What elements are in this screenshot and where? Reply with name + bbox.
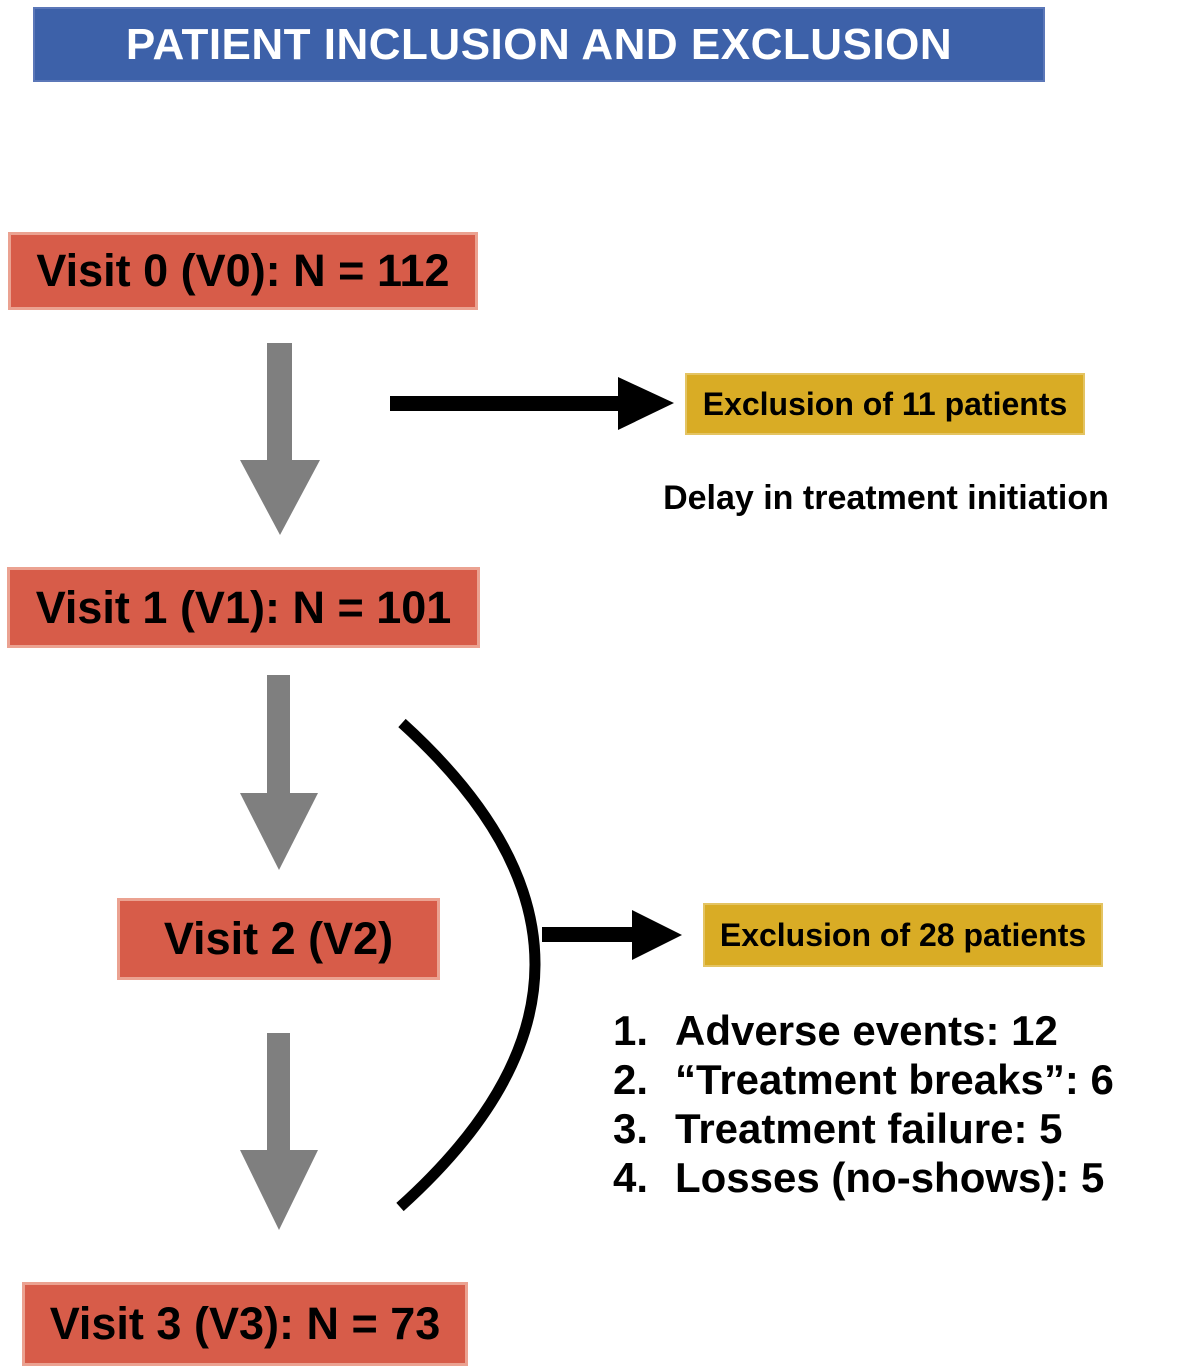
reason-number: 4. <box>613 1154 649 1201</box>
visit-1-box: Visit 1 (V1): N = 101 <box>7 567 480 648</box>
v0-v1-down-arrow-icon <box>240 343 320 535</box>
visit-3-box: Visit 3 (V3): N = 73 <box>22 1282 468 1366</box>
v0-exclusion-right-arrow-icon <box>390 377 674 430</box>
visit-2-box: Visit 2 (V2) <box>117 898 440 980</box>
reason-text: Adverse events: 12 <box>675 1007 1058 1054</box>
reason-text: Losses (no-shows): 5 <box>675 1154 1105 1201</box>
v1-v2-down-arrow-icon <box>240 675 318 870</box>
reason-item: 4. Losses (no-shows): 5 <box>613 1153 1200 1202</box>
visit-0-label: Visit 0 (V0): N = 112 <box>36 245 450 296</box>
exclusion-28-label: Exclusion of 28 patients <box>719 916 1087 953</box>
reason-item: 2. “Treatment breaks”: 6 <box>613 1055 1200 1104</box>
reason-number: 3. <box>613 1105 649 1152</box>
visit-2-label: Visit 2 (V2) <box>163 913 394 964</box>
visit-1-label: Visit 1 (V1): N = 101 <box>35 581 452 633</box>
reason-text: “Treatment breaks”: 6 <box>675 1056 1114 1103</box>
figure-title-banner: PATIENT INCLUSION AND EXCLUSION <box>33 7 1045 82</box>
exclusion-11-label: Exclusion of 11 patients <box>702 385 1068 422</box>
exclusion-11-box: Exclusion of 11 patients <box>685 373 1085 435</box>
reason-item: 3. Treatment failure: 5 <box>613 1104 1200 1153</box>
exclusion-11-reason-text: Delay in treatment initiation <box>663 478 1109 517</box>
figure-title: PATIENT INCLUSION AND EXCLUSION <box>125 19 953 69</box>
reason-number: 2. <box>613 1056 649 1103</box>
reason-text: Treatment failure: 5 <box>675 1105 1063 1152</box>
v2-exclusion-right-arrow-icon <box>542 910 682 960</box>
reason-number: 1. <box>613 1007 649 1054</box>
exclusion-28-box: Exclusion of 28 patients <box>703 903 1103 967</box>
visit-3-label: Visit 3 (V3): N = 73 <box>49 1298 441 1349</box>
exclusion-28-reasons-list: 1. Adverse events: 12 2. “Treatment brea… <box>613 1006 1200 1202</box>
visit-0-box: Visit 0 (V0): N = 112 <box>8 232 478 310</box>
v2-v3-down-arrow-icon <box>240 1033 318 1230</box>
reason-item: 1. Adverse events: 12 <box>613 1006 1200 1055</box>
